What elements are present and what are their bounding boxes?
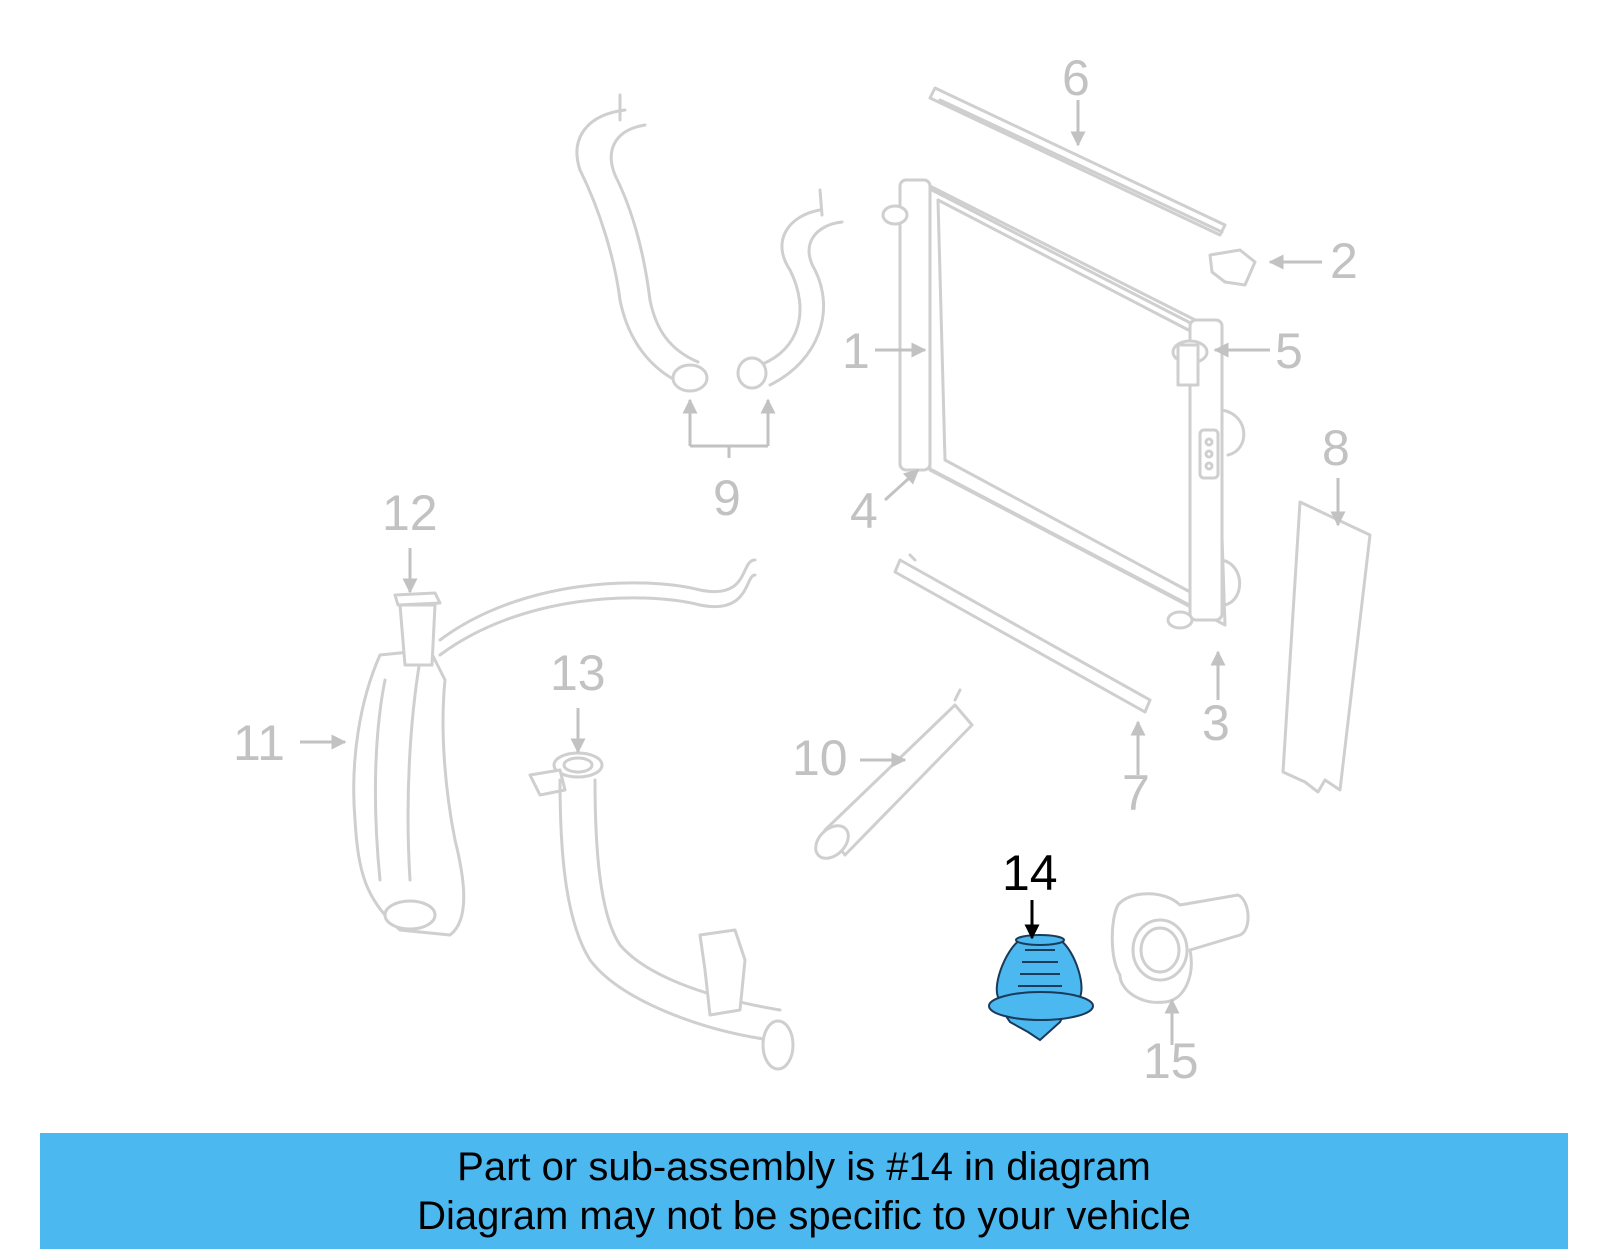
callout-5: 5 bbox=[1275, 323, 1303, 379]
banner-line-part-reference: Part or sub-assembly is #14 in diagram bbox=[457, 1145, 1151, 1189]
part-8-side-panel bbox=[1281, 500, 1372, 794]
callout-2: 2 bbox=[1330, 233, 1358, 289]
callout-15: 15 bbox=[1143, 1033, 1199, 1089]
callout-11: 11 bbox=[233, 715, 285, 771]
callout-3: 3 bbox=[1202, 695, 1230, 751]
part-12-reservoir-cap bbox=[393, 591, 442, 667]
part-15-thermostat-housing bbox=[1110, 892, 1250, 1004]
part-6-upper-seal bbox=[928, 86, 1227, 237]
callout-1: 1 bbox=[842, 323, 870, 379]
callout-12: 12 bbox=[382, 485, 438, 541]
part-10-hose bbox=[814, 688, 974, 860]
part-13-filler-neck bbox=[528, 751, 795, 1071]
banner-line-disclaimer: Diagram may not be specific to your vehi… bbox=[417, 1194, 1191, 1238]
callout-4: 4 bbox=[850, 483, 878, 539]
callout-14: 14 bbox=[1002, 845, 1058, 901]
part-2-clip bbox=[1208, 248, 1257, 287]
part-14-thermostat-highlighted[interactable] bbox=[988, 934, 1094, 1042]
part-9-hoses bbox=[575, 93, 844, 393]
callout-10: 10 bbox=[792, 730, 848, 786]
info-banner: Part or sub-assembly is #14 in diagram D… bbox=[40, 1133, 1568, 1249]
callout-13: 13 bbox=[550, 645, 606, 701]
leader-lines bbox=[300, 100, 1346, 1045]
part-11-reservoir bbox=[352, 558, 757, 937]
callout-labels: 6 2 1 5 4 8 9 12 13 3 11 10 7 14 15 bbox=[233, 50, 1358, 1089]
callout-7: 7 bbox=[1122, 765, 1150, 821]
callout-9: 9 bbox=[713, 470, 741, 526]
callout-8: 8 bbox=[1322, 420, 1350, 476]
part-7-lower-seal bbox=[893, 553, 1152, 714]
part-1-radiator bbox=[881, 178, 1246, 630]
callout-6: 6 bbox=[1062, 50, 1090, 106]
